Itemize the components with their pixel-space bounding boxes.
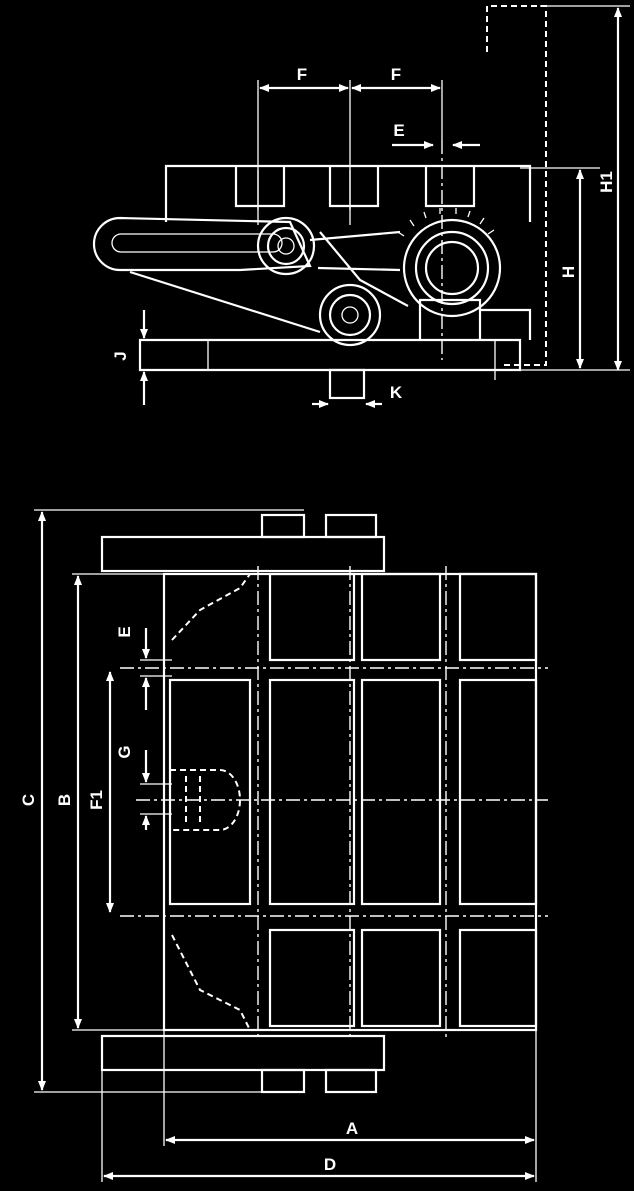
top-nut-left <box>260 513 306 539</box>
tenon-key <box>328 368 366 400</box>
label-k: K <box>390 383 403 402</box>
label-f-right: F <box>391 65 401 84</box>
label-c: C <box>19 794 38 806</box>
top-clamp-bar <box>100 535 386 573</box>
bottom-clamp-bar <box>100 1034 386 1072</box>
lock-bolt <box>318 283 382 347</box>
bottom-nut-right <box>324 1068 378 1094</box>
side-view: H1 H F F E <box>92 5 630 408</box>
plan-view: E G F1 B C A D <box>19 509 548 1182</box>
label-b: B <box>55 794 74 806</box>
table-top-profile <box>164 164 532 222</box>
table-pockets <box>168 572 538 1028</box>
label-e-plan: E <box>115 626 134 637</box>
label-f-left: F <box>297 65 307 84</box>
label-e-top: E <box>393 121 404 140</box>
base-profile <box>138 338 522 372</box>
raised-position-outline <box>486 5 547 366</box>
label-d: D <box>324 1155 336 1174</box>
lever-arm <box>92 216 312 272</box>
label-f1: F1 <box>87 790 106 810</box>
hinge-scale <box>402 218 502 318</box>
label-j: J <box>111 351 130 360</box>
label-a: A <box>346 1119 358 1138</box>
label-g: G <box>115 745 134 758</box>
bottom-nut-left <box>260 1068 306 1094</box>
pivot-bolt <box>256 216 316 276</box>
label-h: H <box>559 266 578 278</box>
top-nut-right <box>324 513 378 539</box>
label-h1: H1 <box>597 171 616 193</box>
